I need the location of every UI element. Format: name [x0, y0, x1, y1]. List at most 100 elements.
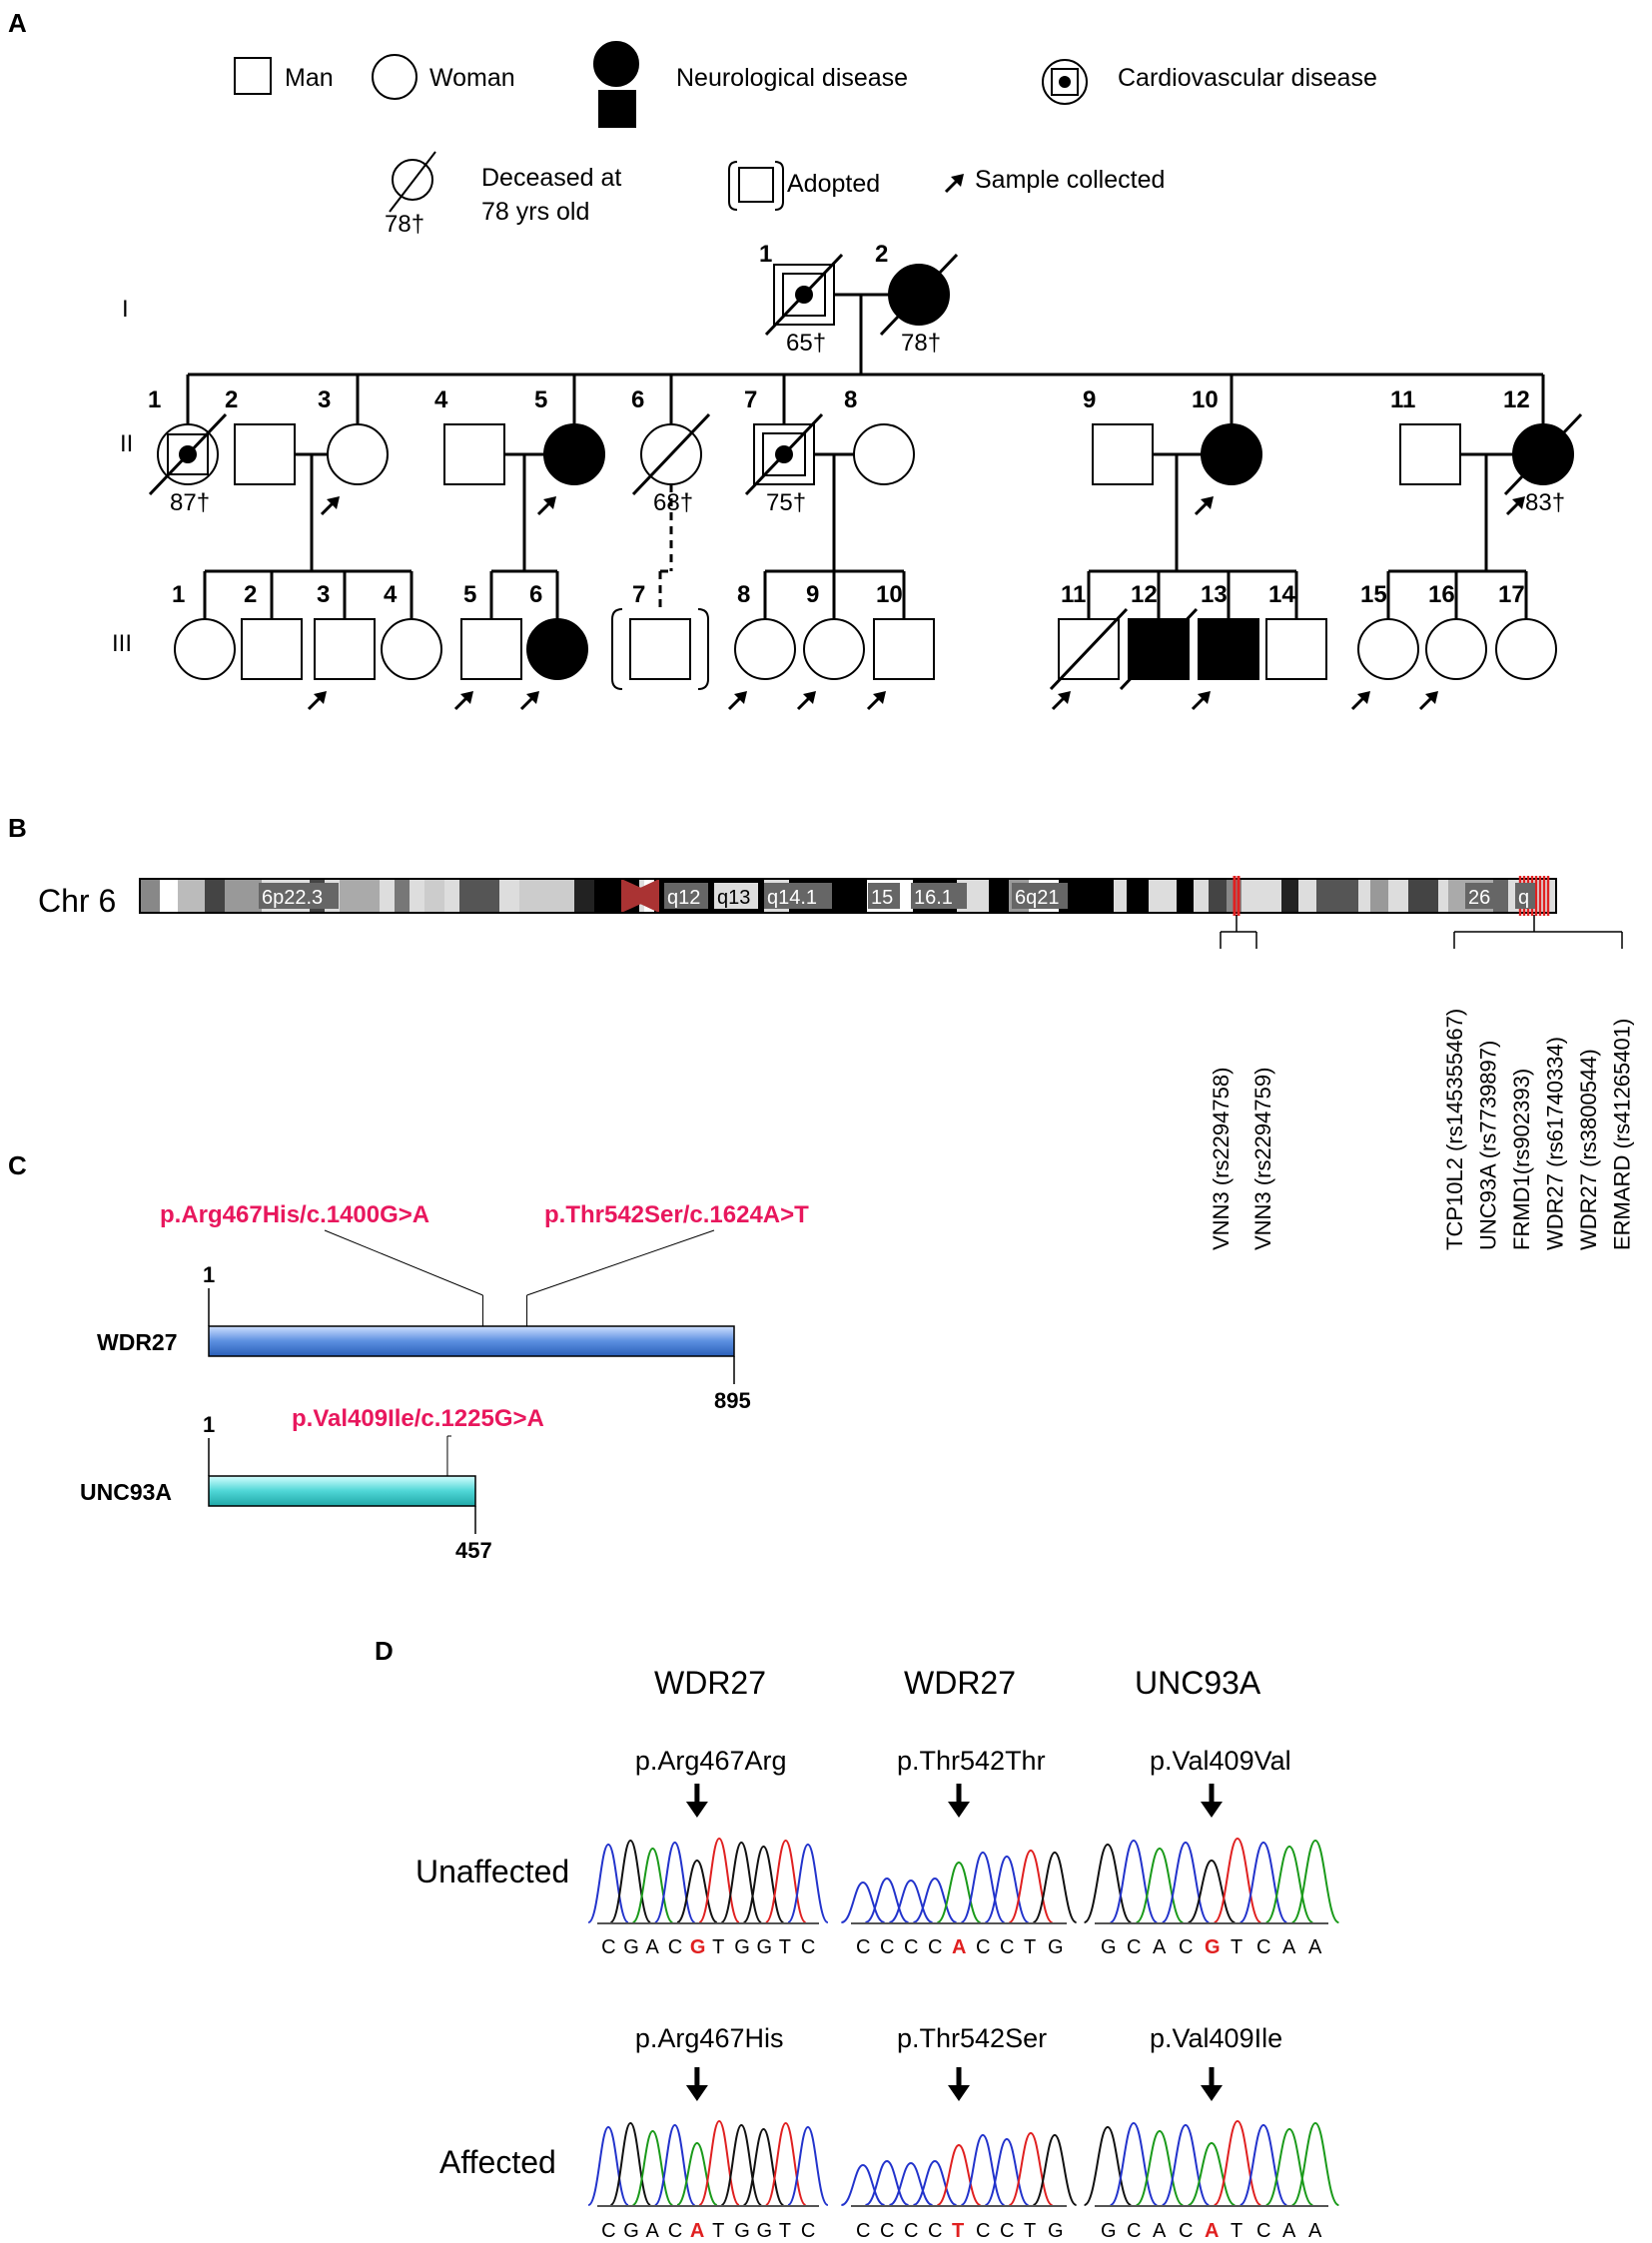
legend-man-symbol: [234, 57, 272, 95]
individual-number: 9: [806, 581, 819, 608]
base-letter: G: [623, 1936, 640, 1958]
variant-name: p.Arg467His: [635, 2023, 784, 2053]
base-letter: A: [646, 1936, 660, 1958]
trace-peak: [609, 2121, 652, 2206]
individual-number: 10: [876, 581, 903, 608]
trace-peak: [676, 2141, 718, 2206]
base-letter: G: [734, 2220, 751, 2242]
individual-number: 2: [875, 241, 888, 268]
trace-peak: [912, 1876, 958, 1923]
trace-peak: [653, 2123, 696, 2206]
trace-peak: [1291, 1839, 1339, 1923]
band-label: 15: [871, 887, 893, 909]
trace-peak: [1239, 1841, 1287, 1923]
sample-arrow-icon: [536, 496, 556, 516]
trace-peak: [1188, 1859, 1236, 1923]
trace-peak: [742, 2127, 785, 2206]
individual-number: 3: [317, 581, 330, 608]
pedigree-individual: 8: [727, 581, 796, 711]
base-letter: G: [1048, 2220, 1065, 2242]
individual-number: 5: [463, 581, 476, 608]
pedigree-individual: 3: [318, 386, 389, 516]
legend-neuro-square: [598, 90, 636, 128]
trace-peak: [1214, 1837, 1261, 1923]
individual-number: 12: [1131, 581, 1158, 608]
trace-peak: [1136, 1847, 1184, 1923]
band-label: q12: [667, 887, 700, 909]
protein-bar: [208, 1325, 735, 1357]
trace-peak: [888, 2161, 934, 2206]
trace-peak: [631, 1847, 674, 1923]
legend-deceased-line1: Deceased at: [481, 164, 621, 192]
trace-peak: [720, 2123, 763, 2206]
base-letter: C: [904, 1936, 919, 1958]
base-letter: G: [1048, 1936, 1065, 1958]
individual-number: 11: [1061, 581, 1086, 608]
pedigree-individual: 17: [1495, 581, 1557, 680]
trace-peak: [984, 1855, 1030, 1923]
pedigree-individual: 187†: [148, 386, 228, 516]
trace-peak: [786, 1843, 829, 1923]
trace-peak: [587, 2125, 630, 2206]
pedigree-individual: 8: [844, 386, 915, 485]
band-label: 16.1: [914, 887, 953, 909]
legend-neuro-circle: [593, 41, 639, 87]
trace-peak: [864, 2159, 910, 2206]
snp-label: FRMD1(rs902393): [1509, 1069, 1534, 1250]
band-bg: [911, 883, 967, 909]
base-letter: T: [1024, 1936, 1037, 1958]
pedigree-individual: 16: [1418, 581, 1487, 711]
variant-label: p.Thr542Ser/c.1624A>T: [544, 1201, 809, 1228]
base-letter: T: [1024, 2220, 1037, 2242]
legend-deceased-symbol: [392, 159, 433, 201]
individual-number: 10: [1192, 386, 1219, 413]
base-letter: C: [880, 2220, 895, 2242]
pedigree-individual: 2: [225, 386, 296, 485]
gene-header: WDR27: [904, 1665, 1016, 1701]
variant-name: p.Val409Ile: [1150, 2023, 1282, 2053]
base-letter: G: [623, 2220, 640, 2242]
trace-peak: [1188, 2141, 1236, 2206]
individual-number: 1: [148, 386, 161, 413]
generation-label-3: III: [112, 630, 132, 657]
legend-woman-symbol: [372, 54, 417, 100]
trace-peak: [1162, 1841, 1210, 1923]
base-letter: C: [904, 2220, 919, 2242]
band-bg: [714, 883, 758, 909]
individual-number: 11: [1390, 386, 1415, 413]
trace-peak: [653, 1841, 696, 1923]
base-letter: C: [1000, 2220, 1015, 2242]
trace-peak: [1032, 1851, 1078, 1923]
base-letter: T: [952, 2220, 965, 2242]
band-bg: [1012, 883, 1068, 909]
gene-header: UNC93A: [1135, 1665, 1261, 1701]
legend-cardio-label: Cardiovascular disease: [1118, 64, 1377, 92]
variant-label: p.Val409Ile/c.1225G>A: [292, 1405, 544, 1432]
individual-age: 65†: [786, 330, 826, 357]
legend-deceased-age: 78†: [385, 211, 424, 238]
base-letter: C: [1179, 2220, 1194, 2242]
protein-name: UNC93A: [80, 1479, 172, 1505]
sample-arrow-icon: [1194, 496, 1214, 516]
snp-labels: VNN3 (rs2294758)VNN3 (rs2294759)TCP10L2 …: [1209, 915, 1635, 1250]
trace-peak: [720, 1841, 763, 1923]
base-letter: C: [801, 1936, 816, 1958]
base-letter: C: [1179, 1936, 1194, 1958]
base-letter: C: [801, 2220, 816, 2242]
pedigree-individual: 4: [434, 386, 505, 485]
row-label-unaffected: Unaffected: [415, 1854, 569, 1889]
base-letter: A: [952, 1936, 967, 1958]
trace-peak: [888, 1878, 934, 1923]
band-bg: [764, 883, 832, 909]
individual-number: 16: [1428, 581, 1455, 608]
individual-number: 3: [318, 386, 331, 413]
pedigree-individual: 775†: [744, 386, 824, 516]
individual-number: 7: [744, 386, 757, 413]
band-label: 6p22.3: [262, 887, 323, 909]
